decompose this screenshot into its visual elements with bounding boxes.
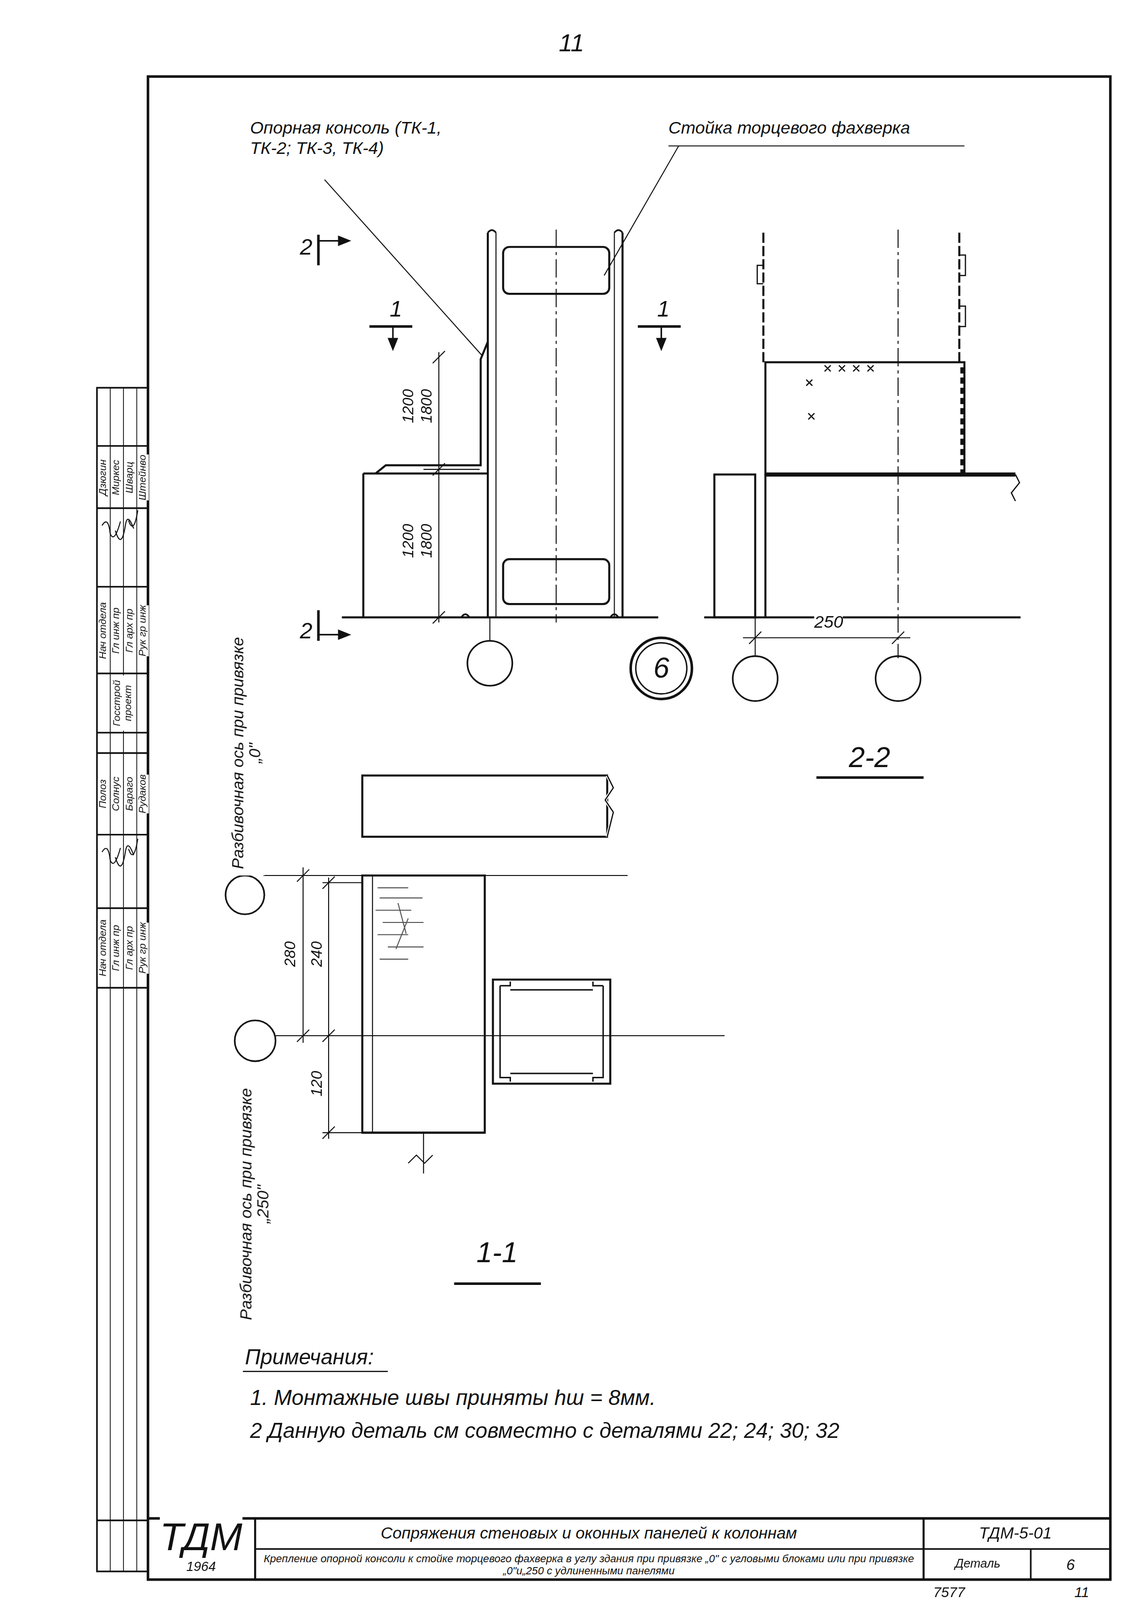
stamp-text: Рук гр инж bbox=[137, 604, 149, 657]
section-mark: 1 bbox=[657, 296, 670, 322]
dimension: 250 bbox=[814, 612, 844, 633]
stamp-text: Нач отдела bbox=[97, 919, 109, 977]
title-logo: ТДМ bbox=[159, 1515, 242, 1560]
axis-label: Разбивочная ось при привязке „250" bbox=[238, 1081, 273, 1327]
stamp-text: Нач отдела bbox=[97, 601, 109, 660]
stamp-text: Гл арх пр bbox=[124, 925, 136, 970]
stamp-text: Дзюгин bbox=[97, 459, 109, 496]
title-text: Сопряжения стеновых и оконных панелей к … bbox=[262, 1524, 916, 1544]
axis-label: Разбивочная ось при привязке „0" bbox=[229, 630, 265, 876]
stamp-text: Миркес bbox=[110, 459, 122, 496]
title-year: 1964 bbox=[186, 1559, 216, 1575]
page-number: 11 bbox=[558, 28, 585, 57]
stamp-text: Гл инж пр bbox=[110, 924, 122, 971]
stamp-text: Бараго bbox=[124, 776, 136, 812]
node-text-holder: 6 bbox=[628, 635, 694, 702]
section-title: 1-1 bbox=[476, 1236, 518, 1270]
stamp-text: Шварц bbox=[124, 461, 136, 494]
detail-circle: 6 bbox=[628, 635, 694, 702]
stamp-text: Штейнво bbox=[137, 454, 149, 501]
stamp-text: Полоз bbox=[97, 779, 109, 809]
callout-text: Опорная консоль (ТК-1, ТК-2; ТК-3, ТК-4) bbox=[250, 118, 455, 159]
note: 1. Монтажные швы приняты hш = 8мм. bbox=[250, 1385, 1067, 1411]
stamp-text: Госстрой проект bbox=[111, 675, 134, 731]
title-cell: 6 bbox=[1066, 1555, 1075, 1573]
section-mark: 2 bbox=[300, 617, 313, 644]
drawing-code: ТДМ-5-01 bbox=[978, 1524, 1053, 1544]
section-title: 2-2 bbox=[848, 741, 890, 775]
dimension: 120 bbox=[308, 1070, 325, 1097]
section-mark: 2 bbox=[300, 234, 313, 260]
title-subtext: Крепление опорной консоли к стойке торце… bbox=[256, 1551, 921, 1577]
page-number: 11 bbox=[1074, 1583, 1090, 1600]
stamp-text: Рудаков bbox=[137, 774, 149, 814]
dimension: 280 bbox=[281, 941, 298, 967]
dimension: 1800 bbox=[418, 523, 435, 558]
stamp-text: Гл инж пр bbox=[110, 607, 122, 654]
dimension: 240 bbox=[308, 941, 325, 967]
stamp-text: Солнус bbox=[110, 776, 122, 812]
dimension: 1200 bbox=[400, 389, 417, 423]
notes-heading: Примечания: bbox=[244, 1344, 374, 1370]
dimension: 1200 bbox=[400, 523, 417, 558]
callout-text: Стойка торцевого фахверка bbox=[668, 118, 965, 139]
dimension: 1800 bbox=[418, 389, 435, 423]
sheet-code: 7577 bbox=[932, 1583, 965, 1600]
section-mark: 1 bbox=[389, 296, 403, 322]
stamp-text: Рук гр инж bbox=[137, 922, 149, 974]
title-cell: Деталь bbox=[954, 1557, 1001, 1572]
note: 2 Данную деталь см совместно с деталями … bbox=[250, 1418, 1067, 1444]
stamp-text: Гл арх пр bbox=[124, 608, 136, 653]
detail-number: 6 bbox=[653, 651, 670, 685]
